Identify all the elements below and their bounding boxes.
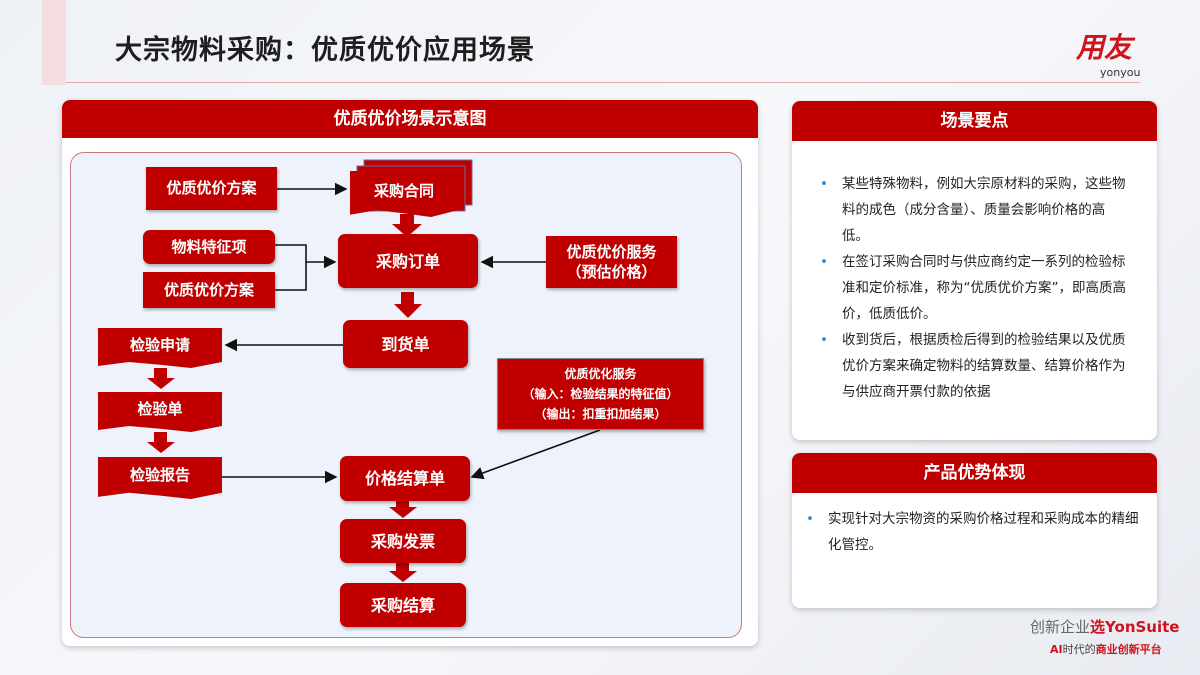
key-points-title: 场景要点: [792, 101, 1157, 141]
node-pricing-service: 优质优价服务 （预估价格）: [546, 236, 677, 288]
opt-output: （输出：扣重扣加结果）: [534, 407, 667, 421]
node-purchase-order: 采购订单: [338, 234, 478, 288]
node-inspection: 检验单: [98, 392, 222, 432]
node-purchase-settlement: 采购结算: [340, 583, 466, 627]
page-title: 大宗物料采购：优质优价应用场景: [115, 35, 535, 66]
title-divider: [66, 82, 1140, 83]
logo-subtitle: yonyou: [1100, 66, 1141, 79]
footer-tagline: AI时代的商业创新平台: [1050, 643, 1162, 656]
key-point-item: 某些特殊物料，例如大宗原材料的采购，这些物料的成色（成分含量）、质量会影响价格的…: [818, 171, 1131, 249]
slogan-highlight: 选: [1090, 618, 1106, 636]
node-purchase-contract: 采购合同: [350, 171, 458, 217]
footer-slogan: 创新企业选YonSuite: [1030, 618, 1179, 636]
tagline-text: 时代的: [1062, 643, 1096, 656]
block-arrow-down: [389, 563, 417, 582]
service-title: 优质优价服务: [566, 243, 657, 261]
node-quality-price-plan-2: 优质优价方案: [143, 272, 275, 308]
node-material-feature: 物料特征项: [143, 230, 275, 264]
opt-input: （输入：检验结果的特征值）: [522, 387, 679, 401]
block-arrow-down: [147, 432, 175, 453]
advantage-item: 实现针对大宗物资的采购价格过程和采购成本的精细化管控。: [804, 506, 1143, 558]
block-arrow-down: [147, 368, 175, 389]
key-points-panel: 场景要点 某些特殊物料，例如大宗原材料的采购，这些物料的成色（成分含量）、质量会…: [792, 101, 1157, 440]
connector-bracket: [275, 244, 307, 291]
accent-bar: [42, 0, 66, 85]
node-price-settlement: 价格结算单: [340, 456, 470, 501]
advantage-panel: 产品优势体现 实现针对大宗物资的采购价格过程和采购成本的精细化管控。: [792, 453, 1157, 608]
node-quality-price-plan: 优质优价方案: [146, 167, 277, 210]
service-subtitle: （预估价格）: [566, 263, 657, 281]
opt-title: 优质优化服务: [564, 367, 637, 381]
slogan-text: 创新企业: [1030, 618, 1091, 636]
key-point-item: 在签订采购合同时与供应商约定一系列的检验标准和定价标准，称为“优质优价方案”，即…: [818, 249, 1131, 327]
node-inspection-report: 检验报告: [98, 457, 222, 499]
node-inspection-request: 检验申请: [98, 328, 222, 368]
tagline-ai: AI: [1050, 643, 1063, 656]
node-arrival: 到货单: [343, 320, 468, 368]
key-point-item: 收到货后，根据质检后得到的检验结果以及优质优价方案来确定物料的结算数量、结算价格…: [818, 327, 1131, 405]
block-arrow-down: [389, 501, 417, 518]
arrow-opt-to-settle: [470, 429, 601, 480]
logo: 用友: [1076, 31, 1133, 64]
advantage-title: 产品优势体现: [792, 453, 1157, 493]
diagram-title: 优质优价场景示意图: [62, 100, 758, 138]
block-arrow-down: [392, 214, 422, 237]
node-purchase-invoice: 采购发票: [340, 519, 466, 563]
tagline-highlight: 商业创新平台: [1095, 643, 1162, 656]
slogan-brand: YonSuite: [1105, 618, 1180, 636]
node-optimization-service: 优质优化服务 （输入：检验结果的特征值） （输出：扣重扣加结果）: [497, 358, 704, 430]
block-arrow-down: [394, 292, 422, 318]
